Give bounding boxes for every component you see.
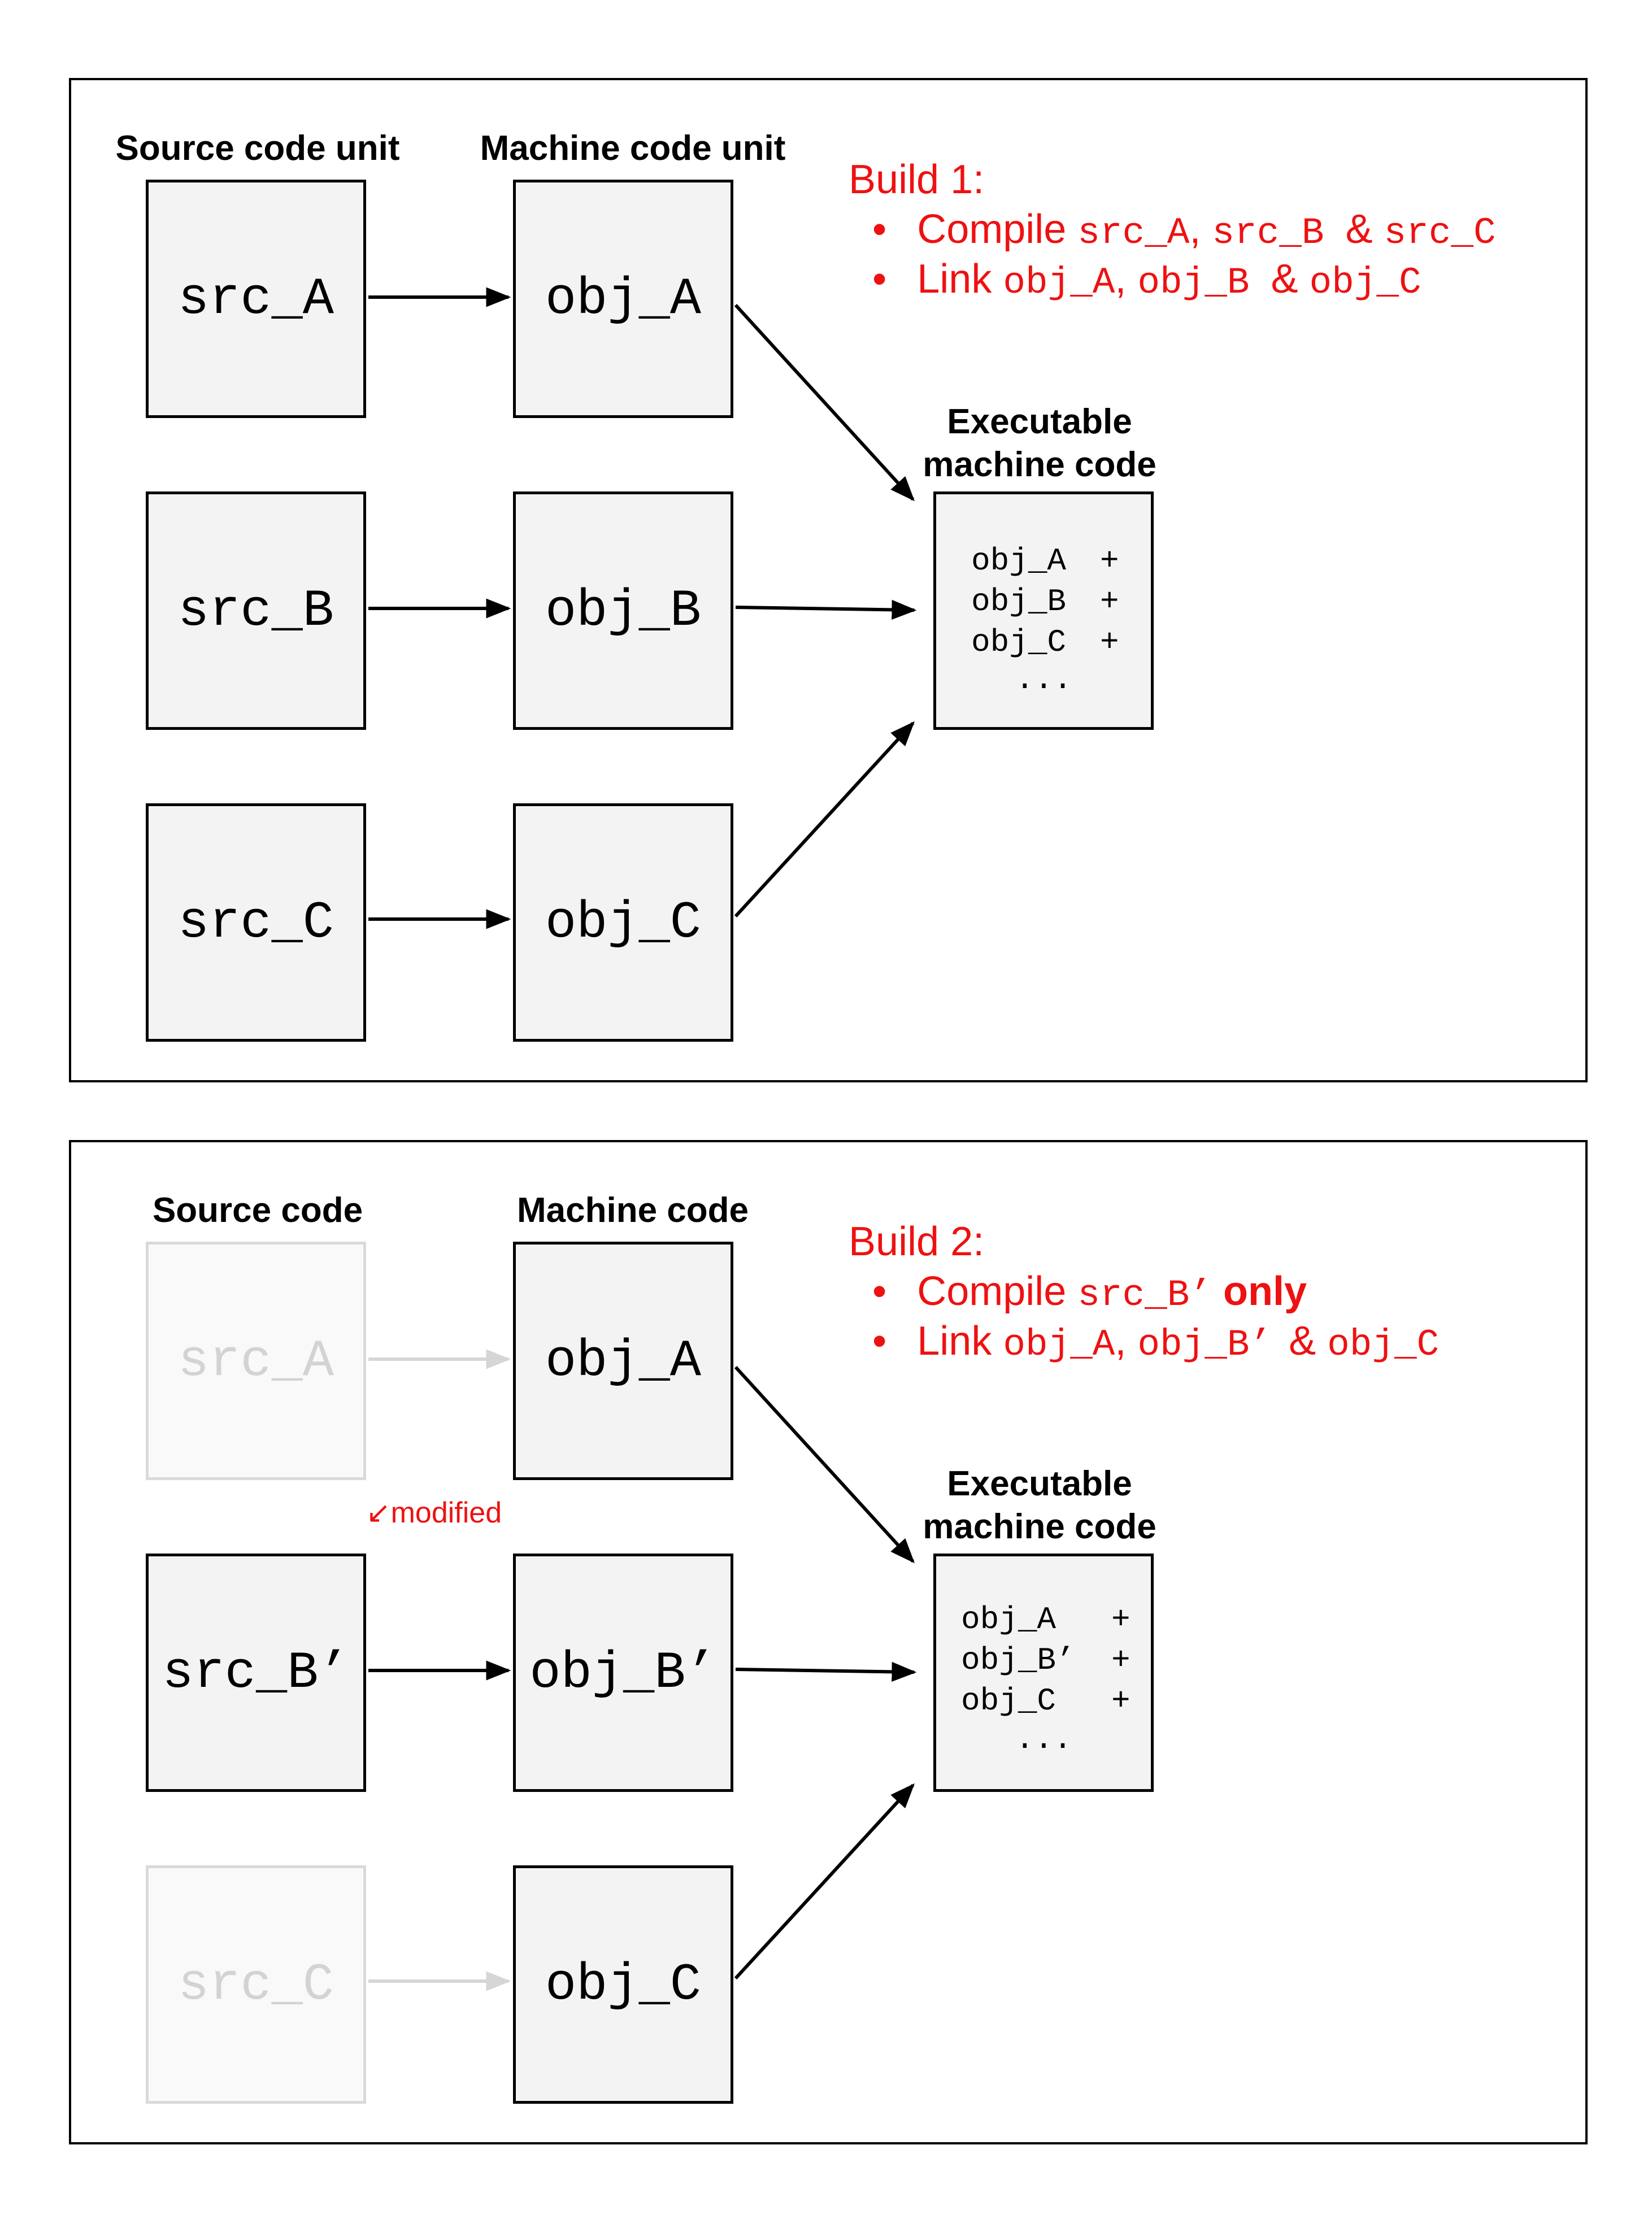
bullet-icon: • <box>872 256 887 302</box>
link-obj-c: obj_C <box>1327 1324 1440 1366</box>
exe-line-plus: + <box>1111 1642 1131 1678</box>
build2-machine-header: Machine code <box>517 1191 749 1230</box>
only-emphasis: only <box>1223 1269 1307 1314</box>
build1-object-box-c: obj_C <box>513 803 733 1042</box>
build2-title: Build 2: <box>849 1219 985 1264</box>
exe-line-plus: + <box>1111 1683 1131 1719</box>
link-obj-a: obj_A <box>1003 1324 1115 1366</box>
exe-line-name: obj_B’ <box>961 1642 1075 1678</box>
link-word: Link <box>917 256 992 302</box>
exe-line-name: obj_C <box>961 1683 1057 1719</box>
exe-line-plus: + <box>1100 624 1119 660</box>
build1-compile-item: • Compile src_A, src_B & src_C <box>872 209 1496 252</box>
build2-object-box-b: obj_B’ <box>513 1554 733 1792</box>
exe-ellipsis: ... <box>1015 662 1072 698</box>
compile-src-a: src_A <box>1077 212 1190 254</box>
build2-object-box-c: obj_C <box>513 1865 733 2104</box>
build1-machine-header: Machine code unit <box>480 129 786 168</box>
build1-title: Build 1: <box>849 157 985 202</box>
compile-word: Compile <box>917 207 1067 252</box>
ampersand: & <box>1289 1319 1316 1364</box>
build2-source-box-a: src_A <box>146 1242 366 1480</box>
build2-link-item: • Link obj_A, obj_B’ & obj_C <box>872 1321 1439 1364</box>
exe-line-name: obj_C <box>971 624 1067 660</box>
build2-object-box-a: obj_A <box>513 1242 733 1480</box>
bullet-icon: • <box>872 1319 887 1364</box>
build1-executable-box: obj_A + obj_B + obj_C + ... <box>933 491 1154 730</box>
build2-source-box-b-modified: src_B’ <box>146 1554 366 1792</box>
modified-label: modified <box>390 1496 502 1529</box>
separator: , <box>1115 1319 1127 1364</box>
exe-ellipsis: ... <box>1015 1721 1072 1757</box>
modified-arrow-icon: ↙ <box>366 1496 391 1529</box>
build2-source-header: Source code <box>152 1191 363 1230</box>
build1-object-box-a: obj_A <box>513 180 733 418</box>
build2-label: Build 2: • Compile src_B’ only • Link ob… <box>849 1219 1439 1364</box>
link-word: Link <box>917 1319 992 1364</box>
build2-exe-header-line2: machine code <box>923 1507 1157 1546</box>
build1-exe-header-line1: Executable <box>947 402 1132 441</box>
compile-word: Compile <box>917 1269 1067 1314</box>
build2-exe-header-line1: Executable <box>947 1464 1132 1503</box>
build2-source-box-c: src_C <box>146 1865 366 2104</box>
bullet-icon: • <box>872 207 887 252</box>
build1-source-box-c: src_C <box>146 803 366 1042</box>
build1-link-item: • Link obj_A, obj_B & obj_C <box>872 259 1421 302</box>
build2-compile-item: • Compile src_B’ only <box>872 1271 1307 1314</box>
build1-exe-header-line2: machine code <box>923 445 1157 484</box>
bullet-icon: • <box>872 1269 887 1314</box>
link-obj-b: obj_B <box>1137 262 1250 304</box>
compile-src-b: src_B <box>1212 212 1324 254</box>
build2-executable-box: obj_A + obj_B’ + obj_C + ... <box>933 1554 1154 1792</box>
build1-object-box-b: obj_B <box>513 491 733 730</box>
exe-line-plus: + <box>1111 1602 1131 1638</box>
build1-source-header: Source code unit <box>115 129 400 168</box>
separator: , <box>1115 256 1127 302</box>
modified-note: ↙modified <box>366 1498 502 1528</box>
link-obj-b-modified: obj_B’ <box>1137 1324 1272 1366</box>
compile-src-b-modified: src_B’ <box>1077 1274 1212 1316</box>
link-obj-c: obj_C <box>1309 262 1421 304</box>
link-obj-a: obj_A <box>1003 262 1115 304</box>
ampersand: & <box>1271 256 1298 302</box>
build1-source-box-a: src_A <box>146 180 366 418</box>
build1-label: Build 1: • Compile src_A, src_B & src_C … <box>849 157 1496 302</box>
exe-line-name: obj_A <box>961 1602 1057 1638</box>
ampersand: & <box>1345 207 1373 252</box>
exe-line-plus: + <box>1100 584 1119 620</box>
exe-line-plus: + <box>1100 543 1119 579</box>
build1-source-box-b: src_B <box>146 491 366 730</box>
exe-line-name: obj_B <box>971 584 1067 620</box>
separator: , <box>1189 207 1201 252</box>
compile-src-c: src_C <box>1384 212 1496 254</box>
exe-line-name: obj_A <box>971 543 1067 579</box>
